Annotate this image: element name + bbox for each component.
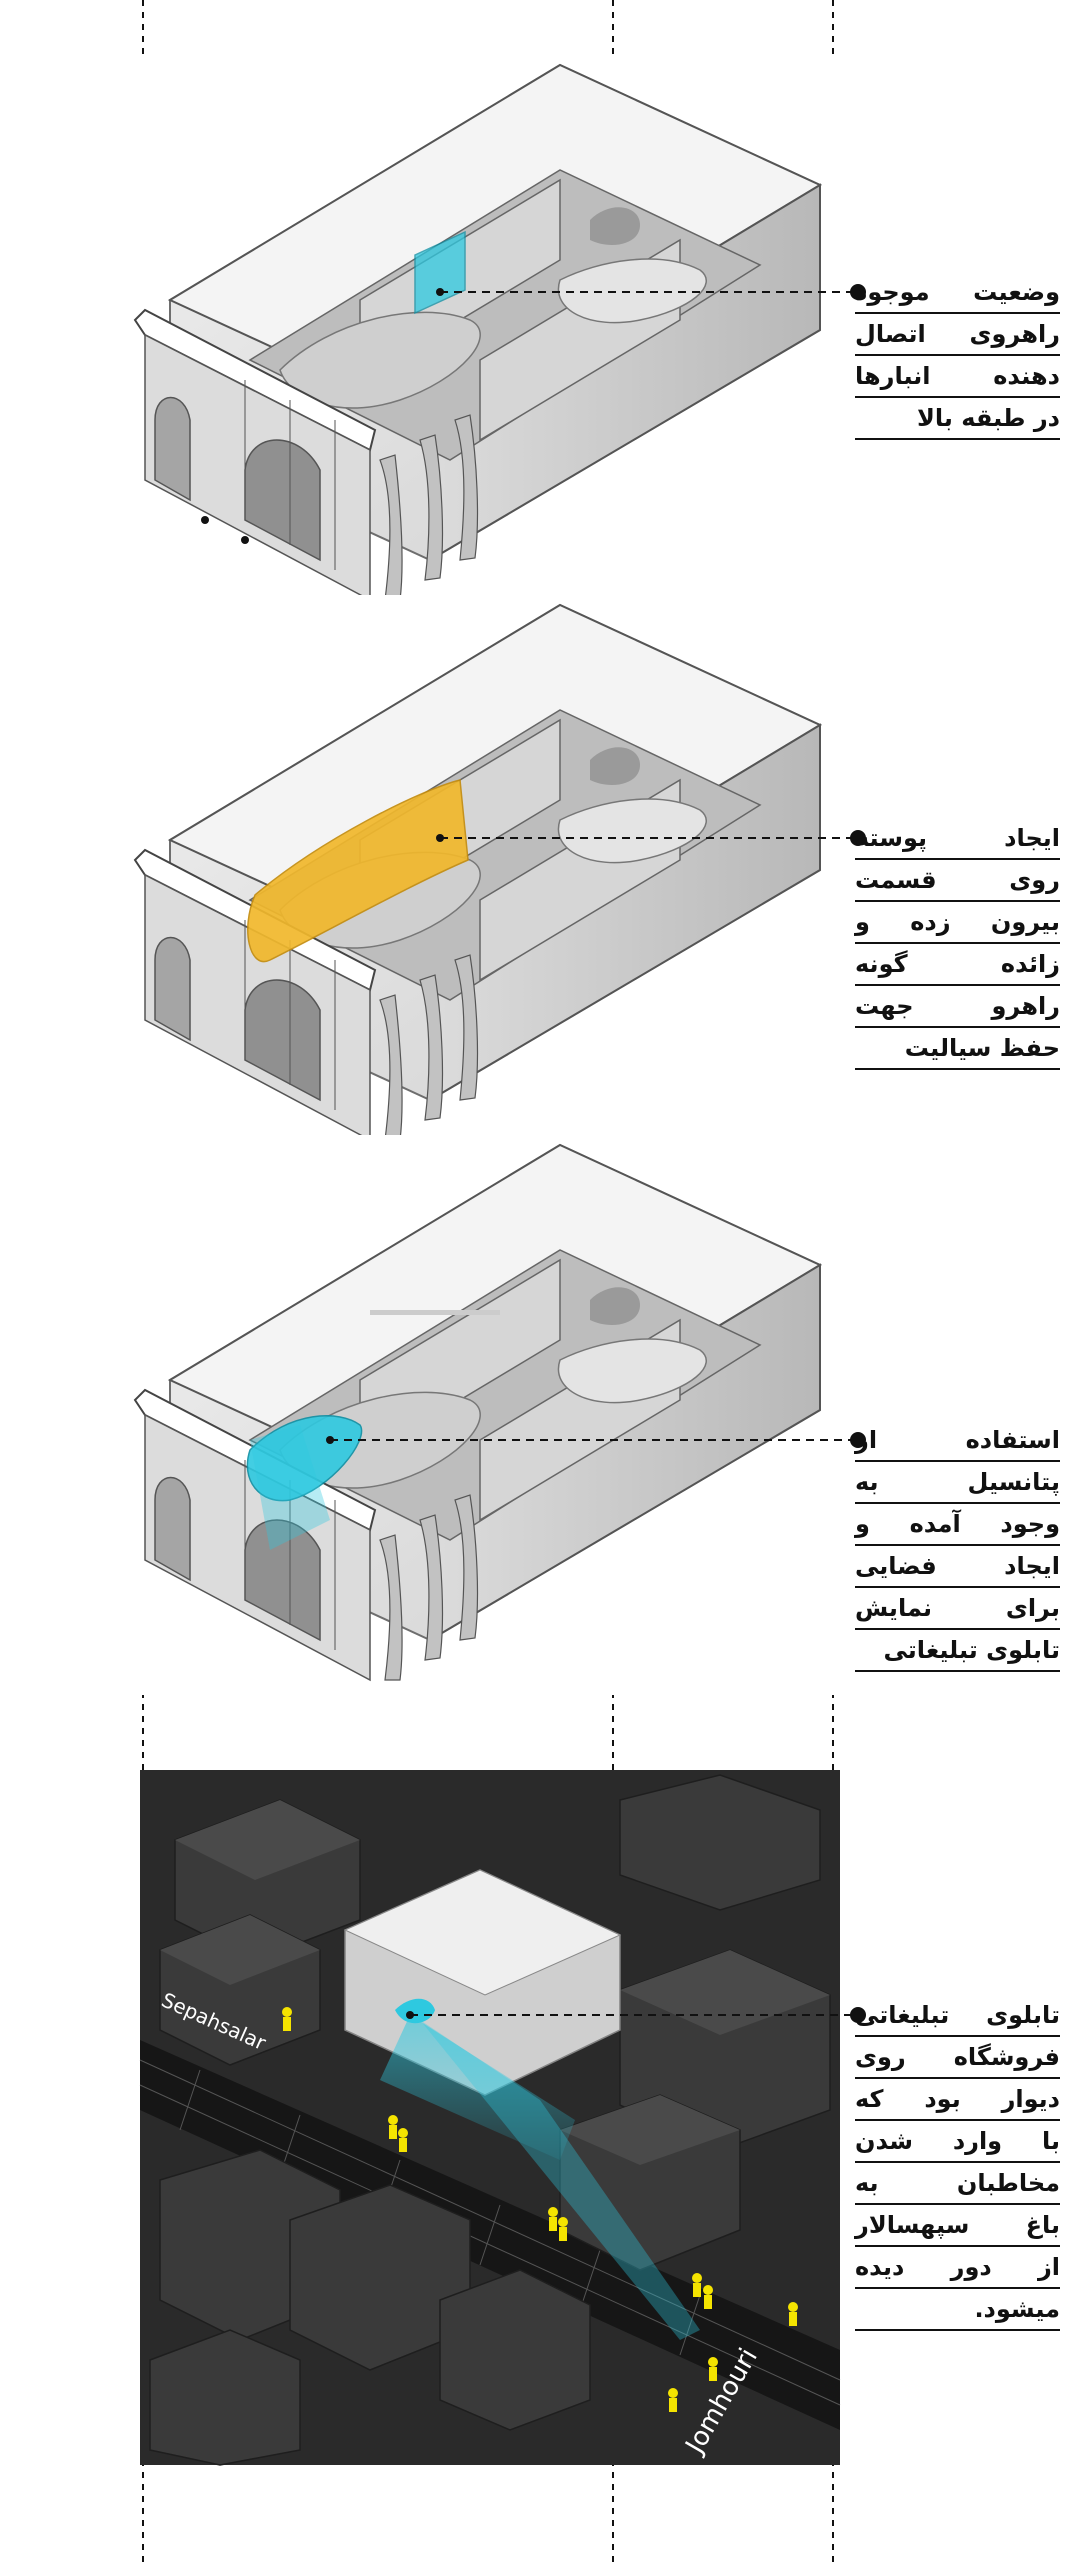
annotation-line: راهرو جهت (855, 986, 1060, 1028)
annotation-line: مخاطبان به (855, 2163, 1060, 2205)
annotation-line: میشود. (855, 2289, 1060, 2331)
annotation-line: ایجاد فضایی (855, 1546, 1060, 1588)
building-axonometric-1 (134, 55, 840, 615)
building-axonometric-2 (134, 595, 840, 1155)
annotation-line: از دور دیده (855, 2247, 1060, 2289)
annotation-line: برای نمایش (855, 1588, 1060, 1630)
leader-dots (326, 284, 866, 2023)
annotation-line: زائده گونه (855, 944, 1060, 986)
leader-lines (330, 291, 855, 2016)
annotation-line: دهنده انبارها (855, 356, 1060, 398)
annotation-line: حفظ سیالیت (855, 1028, 1060, 1070)
annotation-line: ایجاد پوسته (855, 818, 1060, 860)
annotation-line: با وارد شدن (855, 2121, 1060, 2163)
urban-context-map: Sepahsalar Jomhouri (139, 1770, 841, 2466)
annotation-line: در طبقه بالا (855, 398, 1060, 440)
annotation-line: استفاده از (855, 1420, 1060, 1462)
annotation-line: راهروی اتصال (855, 314, 1060, 356)
annotation-line: تابلوی تبلیغاتی (855, 1995, 1060, 2037)
annotation-2: ایجاد پوسته روی قسمت بیرون زده و زائده گ… (855, 818, 1060, 1070)
annotation-line: دیوار بود که (855, 2079, 1060, 2121)
annotation-line: بیرون زده و (855, 902, 1060, 944)
annotation-line: روی قسمت (855, 860, 1060, 902)
existing-corridor-highlight (414, 230, 466, 315)
annotation-4: تابلوی تبلیغاتی فروشگاه روی دیوار بود که… (855, 1995, 1060, 2331)
yellow-shell-highlight (247, 779, 469, 963)
annotation-1: وضعیت موجود راهروی اتصال دهنده انبارها د… (855, 272, 1060, 440)
annotation-line: تابلوی تبلیغاتی (855, 1630, 1060, 1672)
annotation-line: پتانسیل به (855, 1462, 1060, 1504)
annotation-3: استفاده از پتانسیل به وجود آمده و ایجاد … (855, 1420, 1060, 1672)
billboard-cyan-highlight (246, 1415, 363, 1502)
annotation-line: وجود آمده و (855, 1504, 1060, 1546)
annotation-line: باغ سپهسالار (855, 2205, 1060, 2247)
annotation-line: وضعیت موجود (855, 272, 1060, 314)
building-axonometric-3 (134, 1135, 840, 1695)
pedestrian-figures (282, 2007, 798, 2412)
annotation-line: فروشگاه روی (855, 2037, 1060, 2079)
billboard-projection (250, 1425, 330, 1550)
